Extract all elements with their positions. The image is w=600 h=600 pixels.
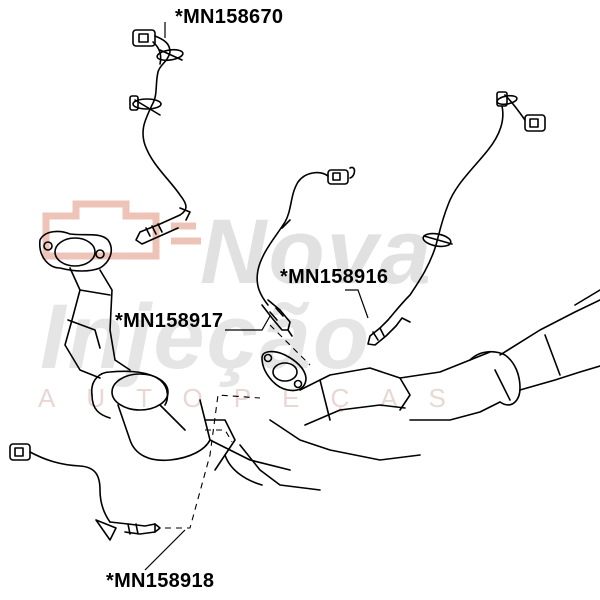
watermark-logo-icon xyxy=(42,200,201,260)
watermark-tagline: AUTOPEÇAS xyxy=(38,383,477,413)
part-label-center: *MN158917 xyxy=(115,310,224,332)
lower-catalytic-converter xyxy=(90,370,291,471)
watermark-brand-word: Nova xyxy=(200,201,433,303)
main-catalytic-converter xyxy=(224,289,600,491)
dashed-locator-lower xyxy=(165,394,261,529)
leader-line-right xyxy=(345,289,369,319)
leader-line-center xyxy=(225,315,271,331)
dashed-locator-center xyxy=(269,324,311,366)
leader-line-lower-left xyxy=(144,529,186,571)
part-label-upper-left: *MN158670 xyxy=(175,6,284,28)
part-label-lower-left: *MN158918 xyxy=(106,570,215,592)
oxygen-sensor-center xyxy=(256,166,356,337)
oxygen-sensor-right xyxy=(367,91,546,346)
watermark-brand-word-2: Injeção xyxy=(40,286,372,388)
oxygen-sensor-upper-left xyxy=(129,29,191,245)
oxygen-sensor-lower-left xyxy=(9,443,161,541)
center-exhaust-flange xyxy=(261,350,307,392)
front-exhaust-flange xyxy=(39,230,131,379)
part-label-right: *MN158916 xyxy=(280,266,389,288)
